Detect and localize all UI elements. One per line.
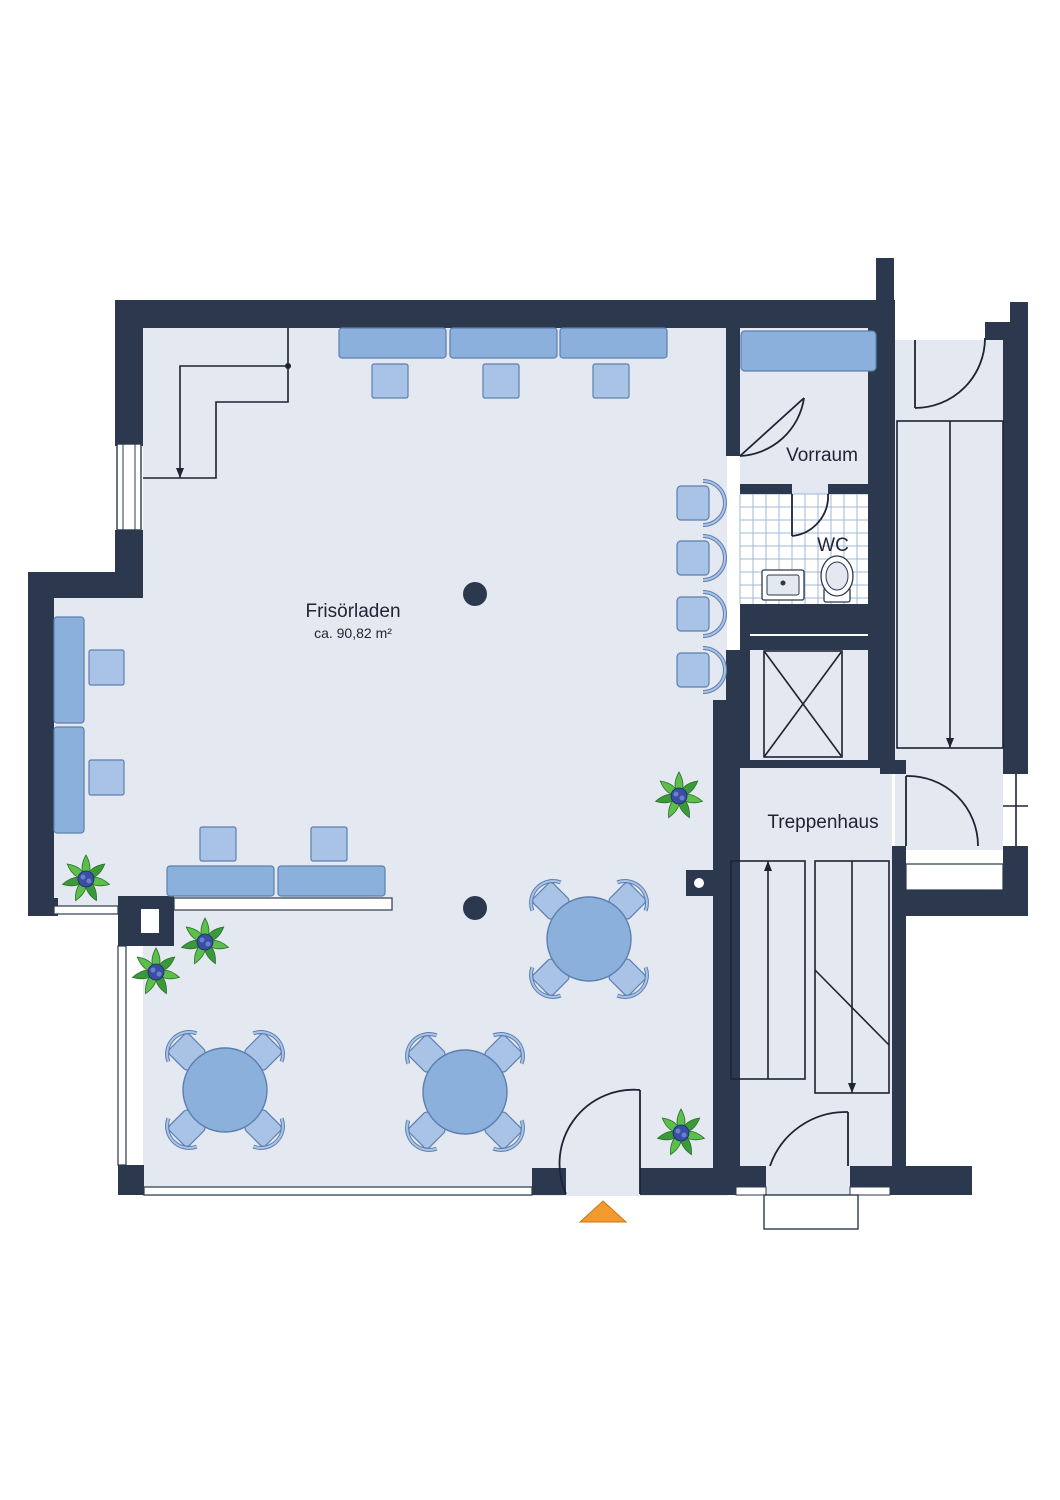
chair-icon xyxy=(592,363,630,399)
tables xyxy=(165,879,649,1152)
entrance-arrow-icon xyxy=(578,1200,628,1223)
chair-icon xyxy=(676,590,727,638)
chair-icon xyxy=(676,534,727,582)
walls xyxy=(28,258,1028,1195)
counter-top-2 xyxy=(449,327,558,359)
chair-icon xyxy=(310,826,348,862)
room-name-vorraum: Vorraum xyxy=(786,445,858,466)
round-table-icon xyxy=(405,1032,525,1152)
sink-icon xyxy=(761,569,805,601)
logo-bracket-icon: [ xyxy=(900,1147,904,1161)
logo-text: onOffice xyxy=(897,1115,909,1160)
plant-icon xyxy=(654,771,704,819)
doors xyxy=(558,337,986,1230)
salon-chairs xyxy=(676,479,727,694)
plant-icon xyxy=(131,947,181,995)
counter-bottom-2 xyxy=(277,865,386,897)
vorraum-bench xyxy=(740,330,877,372)
room-labels: Frisörladen ca. 90,82 m² Vorraum WC Trep… xyxy=(305,445,878,833)
round-table-icon xyxy=(529,879,649,999)
column-icon xyxy=(463,896,487,920)
furniture xyxy=(53,327,877,1152)
round-table-icon xyxy=(165,1030,285,1150)
room-name-wc: WC xyxy=(817,535,849,556)
chair-icon xyxy=(88,649,125,686)
plant-icon xyxy=(61,854,111,902)
brand-logo: onOffice xyxy=(897,1115,909,1160)
counter-top-3 xyxy=(559,327,668,359)
chair-icon xyxy=(199,826,237,862)
plant-icon xyxy=(180,917,230,965)
windows xyxy=(53,443,1004,1196)
plants xyxy=(61,771,706,1156)
chair-icon xyxy=(676,479,727,527)
plant-icon xyxy=(656,1108,706,1156)
chair-icon xyxy=(371,363,409,399)
counter-top-1 xyxy=(338,327,447,359)
column-icon xyxy=(463,582,487,606)
counter-bottom-1 xyxy=(166,865,275,897)
toilet-icon xyxy=(820,555,854,603)
chair-icon xyxy=(484,1032,525,1073)
stairs xyxy=(143,328,1028,1094)
chair-icon xyxy=(676,646,727,694)
counter-left-2 xyxy=(53,726,85,834)
chair-icon xyxy=(88,759,125,796)
room-name-frisoerladen: Frisörladen xyxy=(305,601,400,622)
room-area-frisoerladen: ca. 90,82 m² xyxy=(314,625,392,641)
room-name-treppenhaus: Treppenhaus xyxy=(767,812,878,833)
floors xyxy=(52,328,1003,1196)
chair-icon xyxy=(482,363,520,399)
counter-left-1 xyxy=(53,616,85,724)
